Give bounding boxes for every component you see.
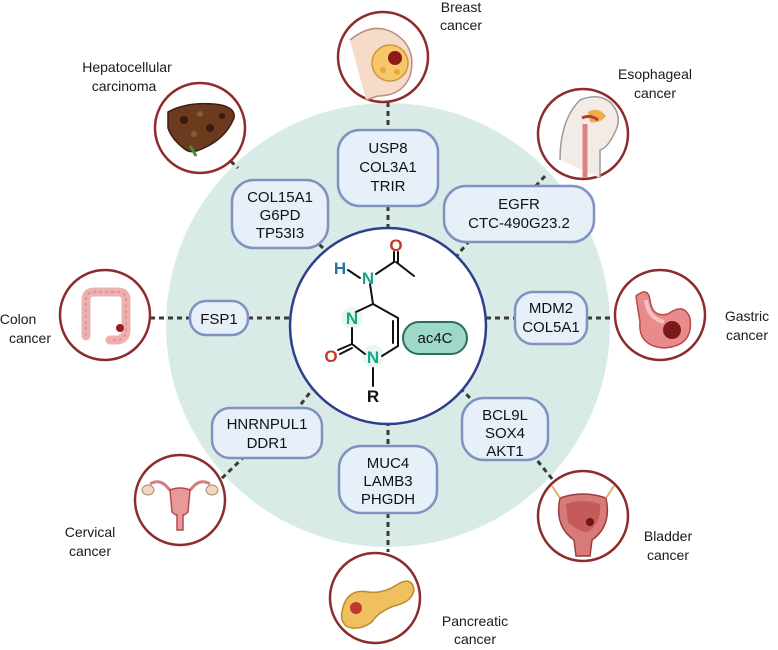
oxygen-atom-carbonyl: O [389, 236, 402, 255]
cancer-label-gastric: Gastric [725, 308, 769, 324]
r-group: R [367, 387, 379, 406]
breast-organ [336, 10, 430, 104]
cancer-label-pancreatic: cancer [454, 631, 496, 647]
cancer-label-hepatocellular: Hepatocellular [82, 59, 172, 75]
nitrogen-atom-ring-top: N [346, 309, 358, 328]
cancer-label-bladder: cancer [647, 547, 689, 563]
cancer-label-colon: Colon [0, 311, 36, 327]
colon-icon [81, 287, 131, 345]
pancreatic-organ [328, 551, 422, 645]
cancer-label-gastric: cancer [726, 327, 768, 343]
gene-label: COL5A1 [522, 319, 580, 336]
cancer-label-pancreatic: Pancreatic [442, 613, 508, 629]
pancreas-icon [340, 580, 415, 629]
cancer-label-colon: cancer [9, 330, 51, 346]
cancer-label-breast: Breast [441, 0, 482, 15]
gene-label: COL3A1 [359, 159, 417, 176]
gene-label: MDM2 [529, 300, 573, 317]
gene-box-bladder: BCL9L SOX4 AKT1 [460, 396, 550, 462]
gene-box-esophageal: EGFR CTC-490G23.2 [442, 184, 596, 244]
esophageal-organ [536, 87, 630, 181]
cancer-label-bladder: Bladder [644, 528, 693, 544]
gene-label: G6PD [260, 207, 301, 224]
stomach-icon [635, 291, 692, 349]
cancer-label-cervical: cancer [69, 543, 111, 559]
gene-label: EGFR [498, 196, 540, 213]
hydrogen-atom: H [334, 259, 346, 278]
gene-label: BCL9L [482, 407, 528, 424]
gene-label: MUC4 [367, 455, 410, 472]
gene-box-pancreatic: MUC4 LAMB3 PHGDH [337, 444, 439, 515]
gene-box-hepatocellular: COL15A1 G6PD TP53I3 [230, 178, 330, 250]
ac4c-label: ac4C [417, 330, 452, 347]
bladder-icon [551, 485, 615, 557]
gene-label: AKT1 [486, 443, 524, 460]
gene-box-colon: FSP1 [188, 299, 250, 337]
gene-label: PHGDH [361, 491, 415, 508]
cervical-organ [133, 453, 227, 547]
cancer-label-esophageal: cancer [634, 85, 676, 101]
gene-label: FSP1 [200, 311, 238, 328]
gastric-organ [613, 268, 707, 362]
gene-box-gastric: MDM2 COL5A1 [513, 290, 589, 346]
gene-box-cervical: HNRNPUL1 DDR1 [210, 406, 324, 460]
esophagus-icon [559, 96, 619, 178]
liver-icon [167, 102, 235, 157]
cancer-label-esophageal: Esophageal [618, 66, 692, 82]
uterus-icon [141, 480, 219, 531]
cancer-label-breast: cancer [440, 17, 482, 33]
gene-label: TP53I3 [256, 225, 304, 242]
breast-icon [349, 27, 413, 101]
gene-label: HNRNPUL1 [227, 416, 308, 433]
bladder-organ [536, 469, 630, 563]
ac4c-pill [402, 321, 468, 355]
oxygen-atom-ring: O [324, 347, 337, 366]
nitrogen-atom-amine: N [362, 269, 374, 288]
ac4c-structure: H N O N O N R ac4C [288, 226, 488, 426]
cancer-label-cervical: Cervical [65, 524, 116, 540]
gene-label: COL15A1 [247, 189, 313, 206]
colon-organ [58, 268, 152, 362]
gene-label: TRIR [371, 178, 406, 195]
gene-label: LAMB3 [363, 473, 412, 490]
nitrogen-atom-ring-bottom: N [367, 348, 379, 367]
gene-label: CTC-490G23.2 [468, 215, 570, 232]
gene-label: DDR1 [247, 435, 288, 452]
gene-label: SOX4 [485, 425, 525, 442]
gene-box-breast: USP8 COL3A1 TRIR [336, 128, 440, 208]
hepatocellular-organ [153, 81, 247, 175]
cancer-label-hepatocellular: carcinoma [92, 78, 157, 94]
gene-label: USP8 [368, 140, 407, 157]
